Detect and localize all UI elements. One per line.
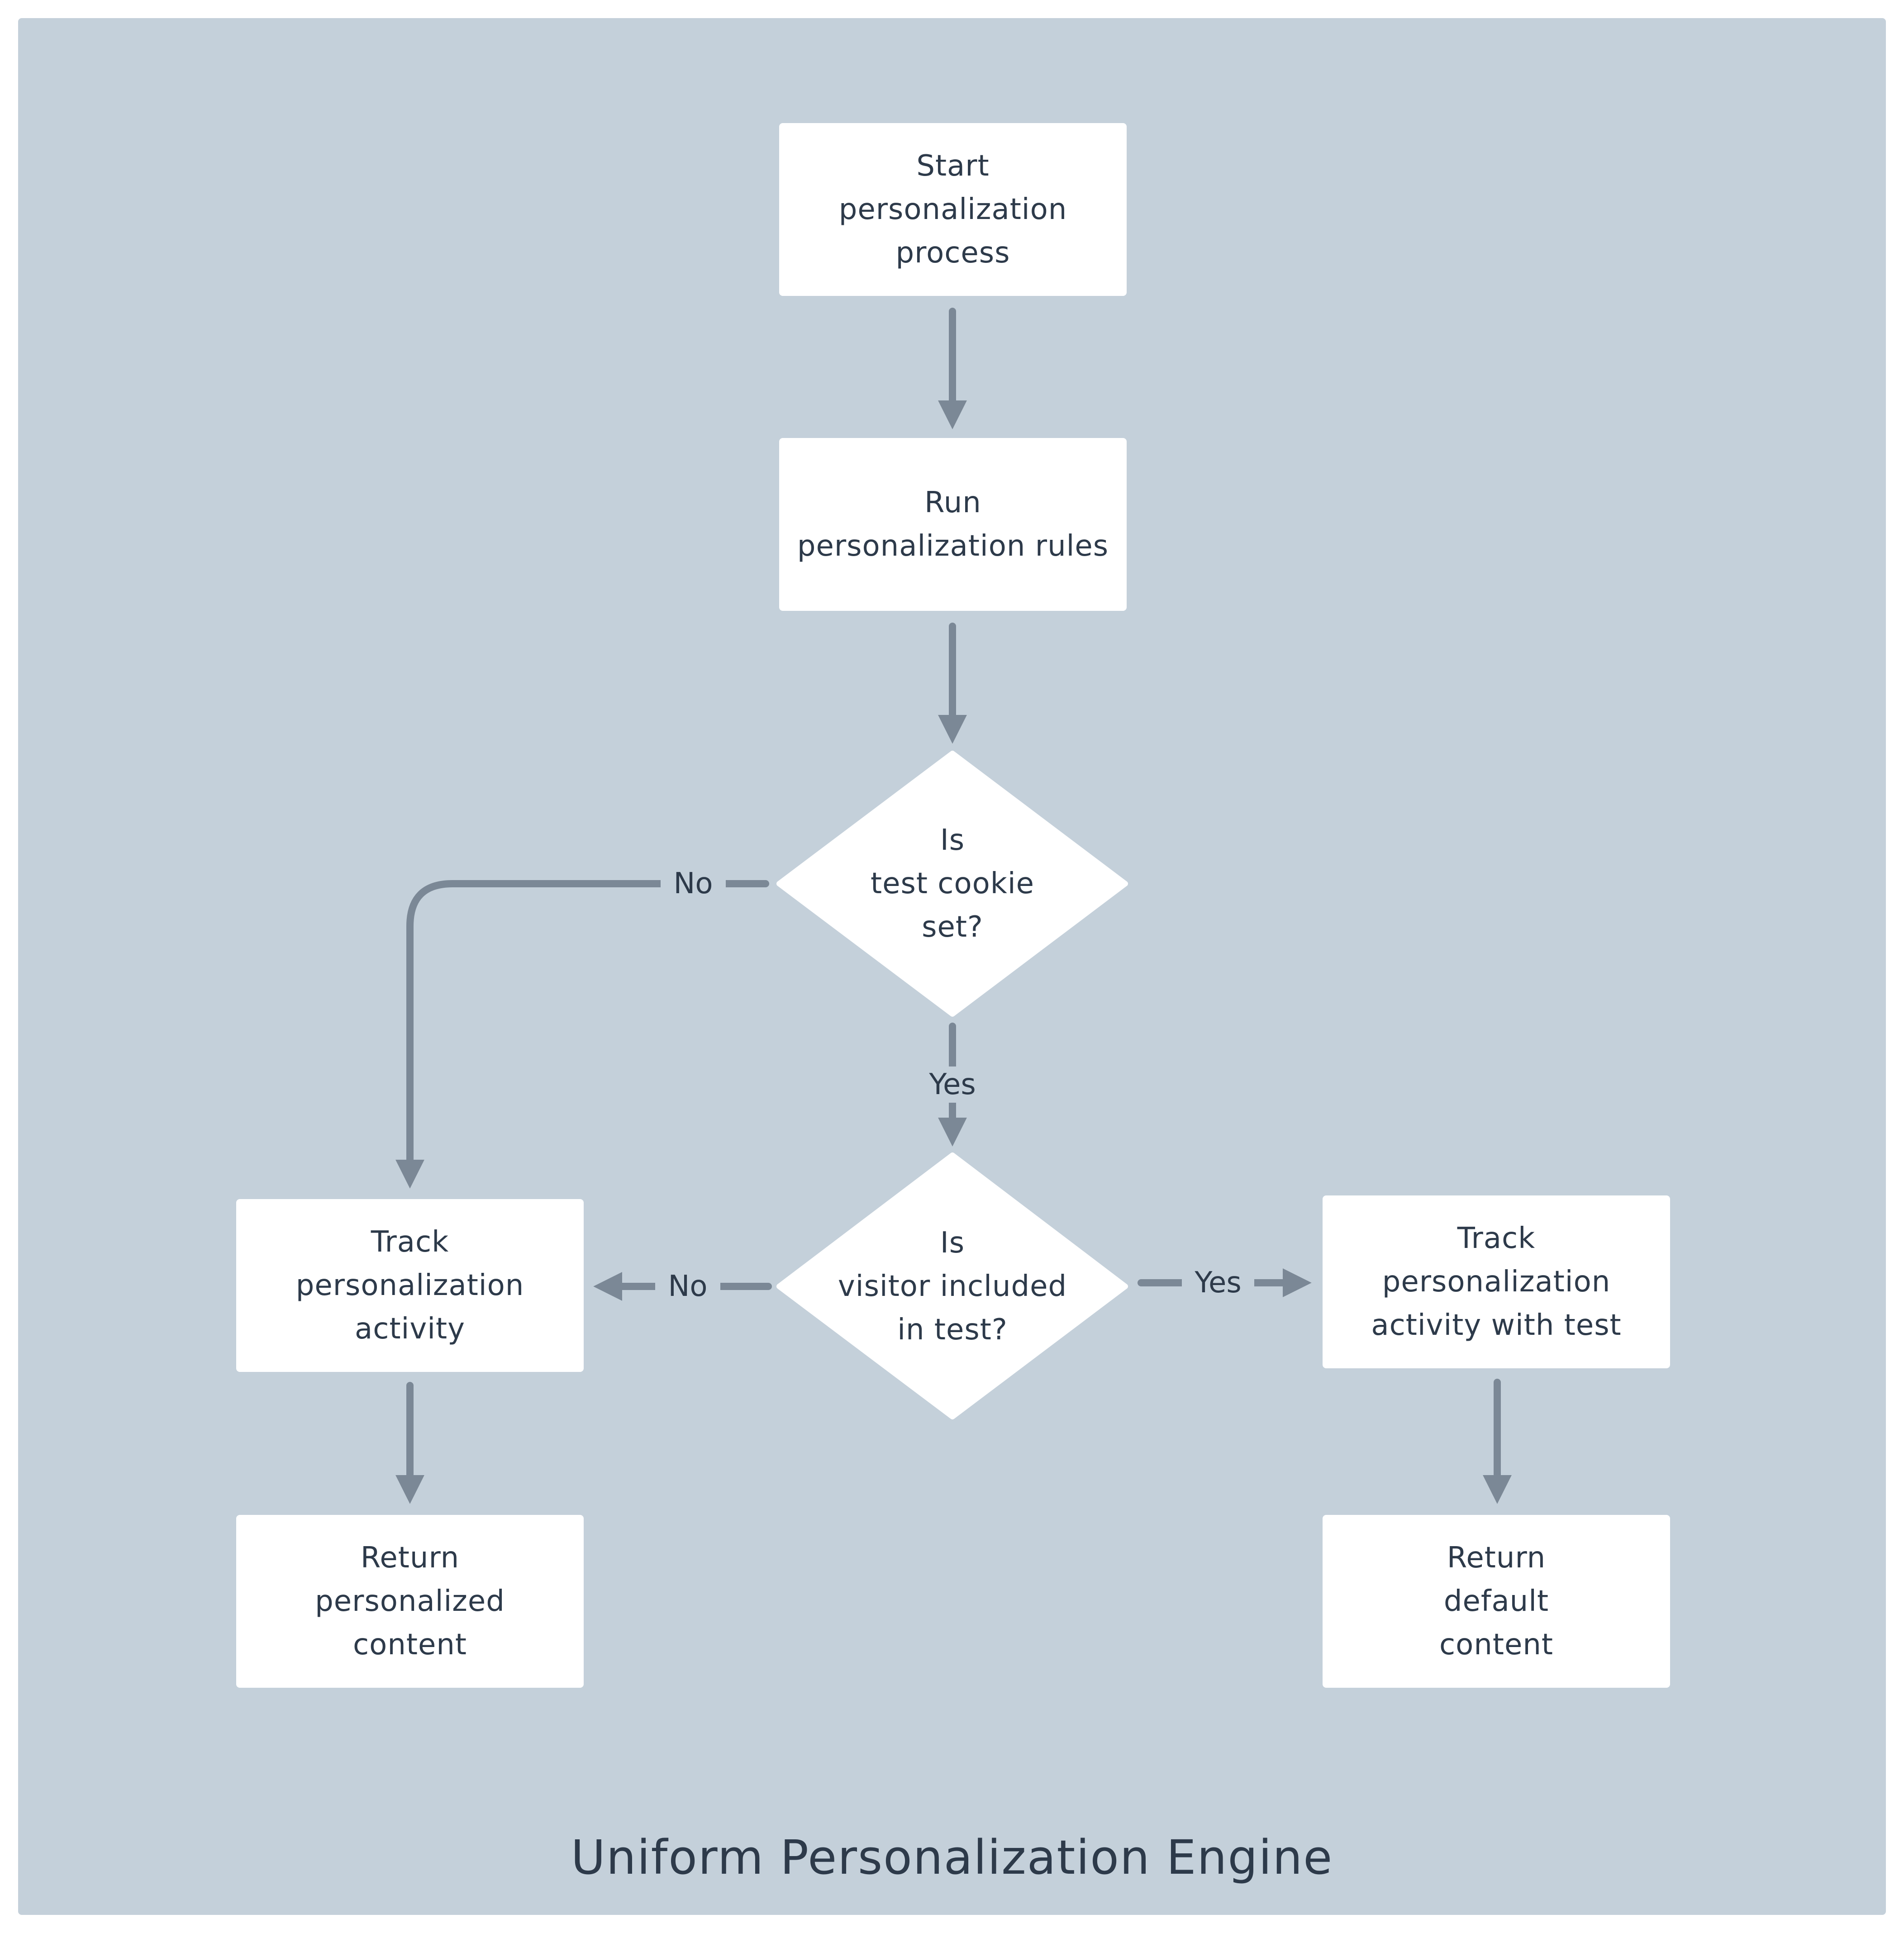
node-track-activity-test-label: Track personalization activity with test: [1371, 1222, 1622, 1342]
node-run-rules-label: Run personalization rules: [797, 486, 1109, 563]
node-return-default-label: Return default content: [1439, 1541, 1554, 1662]
node-return-default: Return default content: [1323, 1515, 1670, 1688]
edge-label-cookie-yes: Yes: [916, 1066, 989, 1103]
node-return-personalized: Return personalized content: [236, 1515, 584, 1688]
decision-cookie: Is test cookie set?: [824, 775, 1081, 992]
edge-label-visitor-no: No: [655, 1268, 720, 1305]
edge-label-visitor-yes: Yes: [1182, 1265, 1254, 1301]
node-track-activity-test: Track personalization activity with test: [1323, 1195, 1670, 1368]
node-return-personalized-label: Return personalized content: [315, 1541, 505, 1662]
node-track-activity-label: Track personalization activity: [295, 1225, 524, 1346]
edge-label-cookie-no: No: [661, 866, 726, 902]
node-track-activity: Track personalization activity: [236, 1199, 584, 1372]
decision-cookie-label: Is test cookie set?: [871, 824, 1034, 944]
node-run-rules: Run personalization rules: [779, 438, 1127, 611]
decision-visitor: Is visitor included in test?: [824, 1178, 1081, 1395]
node-start-label: Start personalization process: [838, 149, 1067, 270]
decision-visitor-label: Is visitor included in test?: [838, 1226, 1067, 1347]
diagram-title: Uniform Personalization Engine: [571, 1830, 1333, 1885]
node-start: Start personalization process: [779, 123, 1127, 296]
